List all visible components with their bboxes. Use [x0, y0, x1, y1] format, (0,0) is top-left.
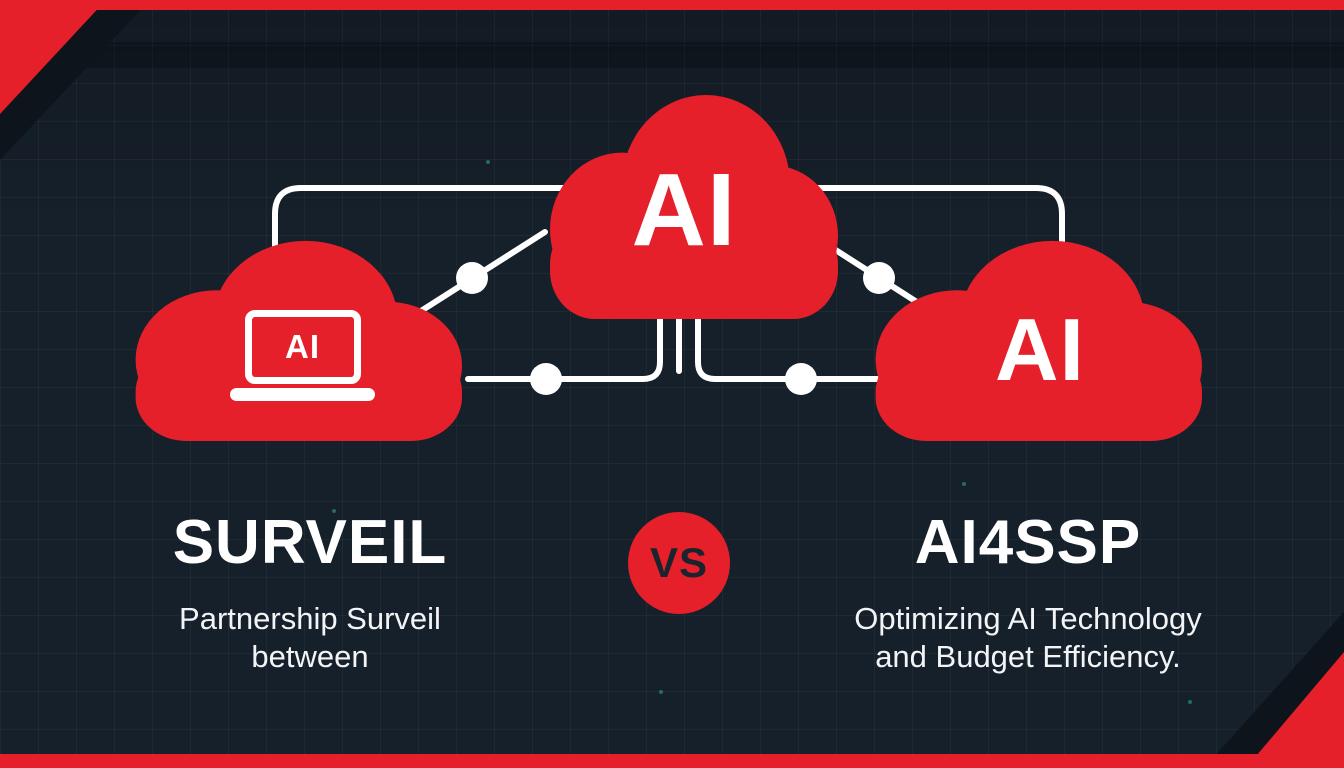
left-title: SURVEIL: [172, 508, 448, 577]
grid-accent-dot: [332, 509, 336, 513]
left-subtitle-line2: between: [251, 639, 369, 674]
right-comparison-block: AI4SSP Optimizing AI Technology and Budg…: [828, 510, 1228, 676]
right-cloud-icon: [875, 240, 1202, 441]
connector-node-icon: [530, 363, 562, 395]
grid-accent-dot: [659, 690, 663, 694]
grid-accent-dot: [1188, 700, 1192, 704]
center-cloud-ai-label: AI: [631, 152, 737, 267]
left-comparison-block: SURVEIL Partnership Surveil between: [110, 510, 510, 676]
center-left-drop-line: [465, 293, 663, 382]
laptop-icon: AI: [230, 310, 375, 401]
left-subtitle-line1: Partnership Surveil: [179, 601, 441, 636]
right-subtitle-line1: Optimizing AI Technology: [854, 601, 1202, 636]
connector-node-icon: [456, 262, 488, 294]
connection-nodes: [456, 262, 895, 395]
right-subtitle-line2: and Budget Efficiency.: [875, 639, 1181, 674]
left-subtitle: Partnership Surveil between: [110, 600, 510, 676]
right-title: AI4SSP: [914, 508, 1142, 577]
vs-badge: VS: [628, 512, 730, 614]
right-subtitle: Optimizing AI Technology and Budget Effi…: [828, 600, 1228, 676]
right-cloud-ai-label: AI: [995, 300, 1085, 399]
connector-node-icon: [863, 262, 895, 294]
center-cloud-icon: [550, 95, 838, 319]
vs-label: VS: [649, 539, 709, 586]
grid-accent-dot: [962, 482, 966, 486]
connector-node-icon: [785, 363, 817, 395]
background-shade-band: [0, 42, 1344, 68]
laptop-ai-label: AI: [285, 328, 320, 365]
laptop-base: [230, 388, 375, 401]
center-right-drop-line: [695, 293, 887, 382]
grid-accent-dot: [486, 160, 490, 164]
laptop-screen: AI: [244, 310, 361, 384]
